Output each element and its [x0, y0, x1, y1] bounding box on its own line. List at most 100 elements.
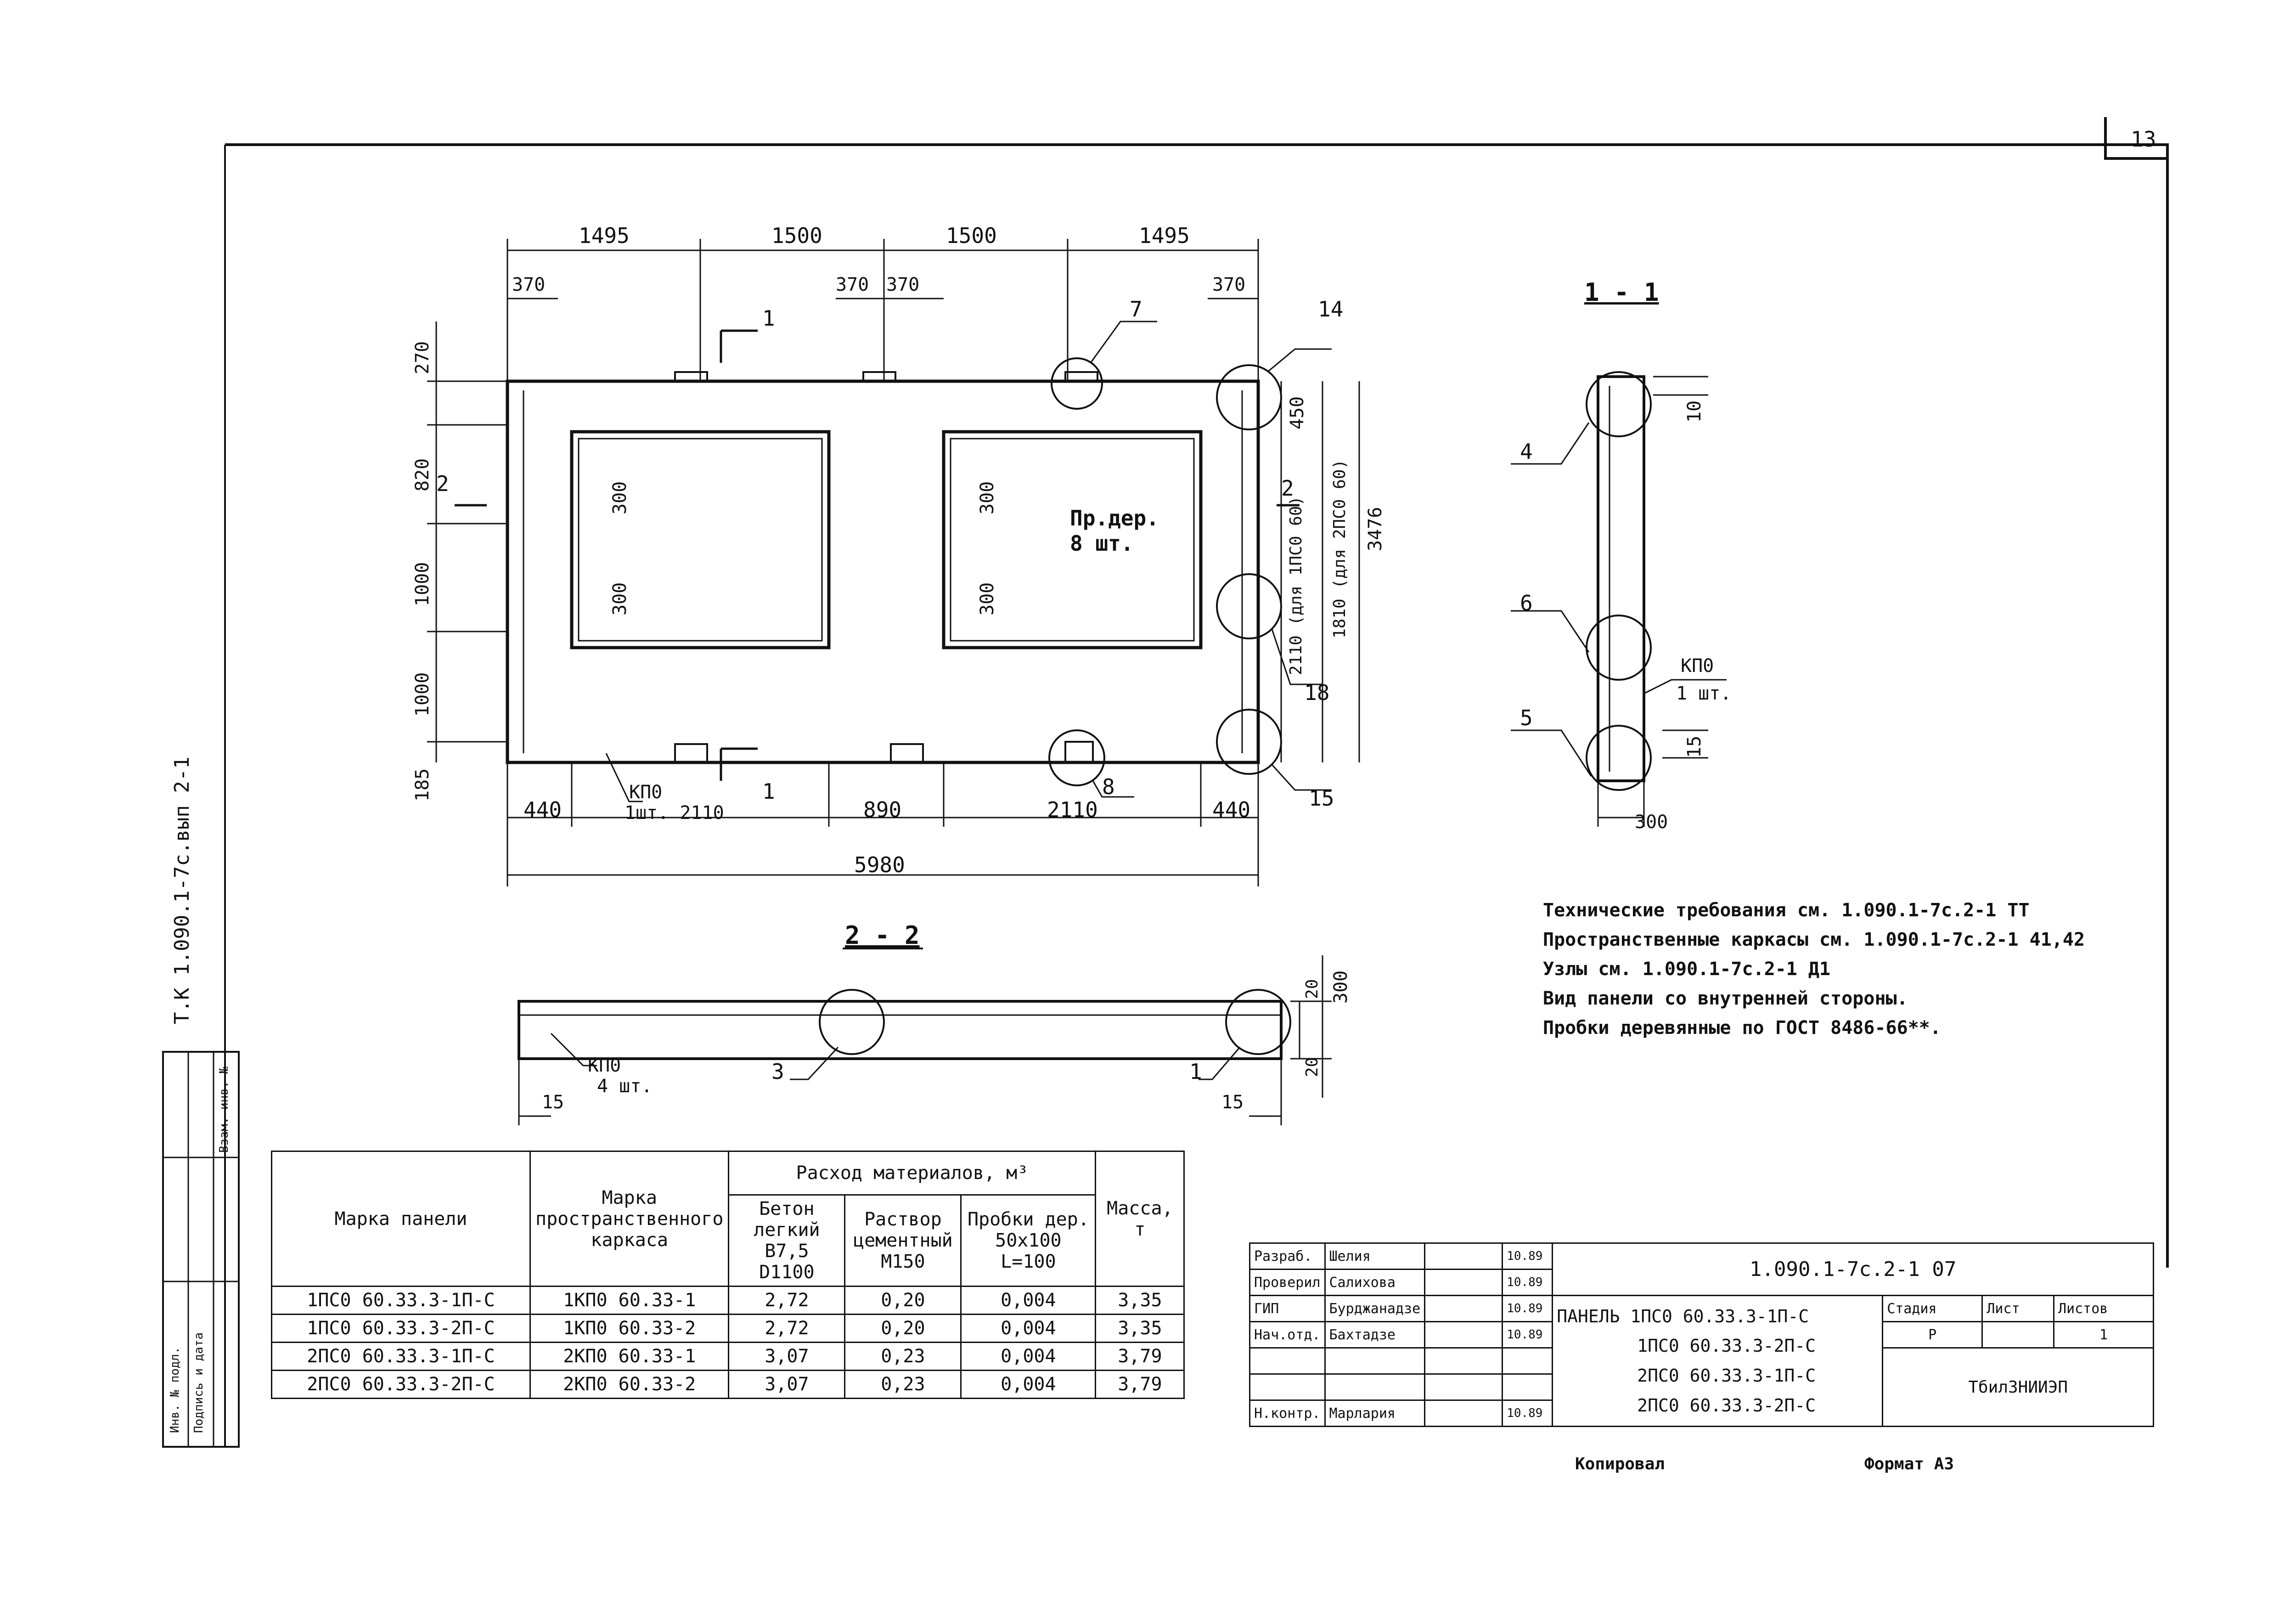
plan-top-sub-dim-3: 370 — [886, 274, 920, 295]
section-2-2-dim-3: 20 — [1303, 1057, 1322, 1077]
window-dim-4: 300 — [977, 582, 998, 615]
note-1: Технические требования см. 1.090.1-7с.2-… — [1543, 900, 2030, 921]
plan-left-dim-4: 1000 — [412, 672, 433, 717]
th-plugs: Пробки дер. 50x100 L=100 — [960, 1194, 1097, 1287]
window-dim-3: 300 — [977, 481, 998, 514]
plan-kp-count: 1шт. 2110 — [625, 802, 724, 824]
window-opening-left — [570, 430, 831, 649]
plan-left-dim-1: 270 — [412, 341, 433, 374]
plan-left-dim-5: 185 — [412, 768, 433, 801]
section-2-2-kp-count: 4 шт. — [597, 1076, 653, 1097]
plan-top-dim-3: 1500 — [946, 223, 997, 248]
plan-right-dim-1: 450 — [1287, 396, 1308, 429]
section-1-1-kp-count: 1 шт. — [1676, 683, 1732, 704]
section-1-1-callout-5: 5 — [1520, 705, 1533, 730]
signature — [1424, 1295, 1503, 1322]
dim-line-bottom — [506, 762, 1259, 886]
footer-copied: Копировал — [1575, 1455, 1665, 1473]
note-2: Пространственные каркасы см. 1.090.1-7с.… — [1543, 929, 2085, 950]
wood-plug-count: 8 шт. — [1070, 531, 1134, 556]
plan-right-dim-4: 3476 — [1365, 507, 1386, 551]
plan-total-width: 5980 — [854, 852, 905, 877]
sheet-number-box — [2104, 117, 2167, 160]
plan-callout-15: 15 — [1309, 786, 1334, 811]
section-1-1-callout-4: 4 — [1520, 439, 1533, 464]
section-2-2-title: 2 - 2 — [845, 921, 920, 950]
note-4: Вид панели со внутренней стороны. — [1543, 988, 1908, 1009]
section-1-1-title: 1 - 1 — [1584, 278, 1659, 307]
section-2-2-callout-3: 3 — [771, 1059, 784, 1084]
footer-format: Формат А3 — [1864, 1455, 1954, 1473]
th-frame-mark: Марка пространственного каркаса — [529, 1151, 730, 1287]
signature — [1424, 1269, 1503, 1296]
side-note: Т.К 1.090.1-7с.вып 2-1 — [170, 756, 194, 1024]
section-1-1-dim-2: 15 — [1684, 735, 1705, 758]
section-1-1-callout-6: 6 — [1520, 591, 1533, 615]
section-2-2-dim-2: 300 — [1330, 970, 1351, 1004]
section-2-2-outline — [518, 1000, 1283, 1060]
dim-line-right — [1280, 381, 1360, 762]
plan-right-dim-2: 2110 (для 1ПС0 60) — [1287, 496, 1306, 675]
wood-plug-label: Пр.дер. — [1070, 506, 1159, 530]
window-opening-left-inner — [578, 438, 823, 642]
signature — [1424, 1242, 1503, 1270]
plan-callout-8: 8 — [1102, 774, 1115, 799]
signature — [1424, 1399, 1503, 1427]
plan-bottom-dim-2: 890 — [863, 797, 902, 822]
section-2-2-kp-label: КП0 — [588, 1055, 621, 1076]
section-mark-1-top: 1 — [762, 306, 775, 331]
window-dim-1: 300 — [609, 481, 630, 514]
side-column-3: Взам. инв. № — [217, 1067, 231, 1153]
section-2-2-callout-1: 1 — [1189, 1059, 1202, 1084]
section-mark-2-right: 2 — [1281, 476, 1294, 501]
section-2-2-dim-5: 15 — [1221, 1092, 1244, 1113]
side-column-1: Инв. № подл. — [168, 1347, 182, 1433]
plan-bottom-dim-1: 440 — [523, 797, 562, 822]
note-3: Узлы см. 1.090.1-7с.2-1 Д1 — [1543, 959, 1831, 980]
window-dim-2: 300 — [609, 582, 630, 615]
section-2-2-dim-4: 15 — [542, 1092, 564, 1113]
th-materials-group: Расход материалов, м³ — [728, 1151, 1097, 1196]
plan-top-dim-1: 1495 — [579, 223, 630, 248]
sheet-number: 13 — [2131, 127, 2156, 152]
plan-callout-7: 7 — [1130, 297, 1142, 322]
plan-top-dim-2: 1500 — [771, 223, 822, 248]
plan-kp-label: КП0 — [629, 782, 663, 803]
th-mass: Масса, т — [1095, 1151, 1185, 1287]
th-panel-mark: Марка панели — [271, 1151, 531, 1287]
section-2-2-dim-1: 20 — [1303, 979, 1322, 999]
plan-top-sub-dim-2: 370 — [836, 274, 869, 295]
signature — [1424, 1321, 1503, 1349]
side-column-2: Подпись и дата — [192, 1332, 206, 1433]
section-1-1-outline — [1597, 375, 1645, 782]
th-mortar: Раствор цементный М150 — [844, 1194, 962, 1287]
plan-callout-18: 18 — [1304, 680, 1330, 705]
section-1-1-dim-1: 10 — [1684, 400, 1705, 423]
dim-line-left — [427, 322, 507, 762]
plan-top-sub-dim-1: 370 — [512, 274, 546, 295]
note-5: Пробки деревянные по ГОСТ 8486-66**. — [1543, 1017, 1941, 1038]
plan-top-sub-dim-4: 370 — [1212, 274, 1246, 295]
title-block: Разраб. Шелия 10.89 1.090.1-7с.2-1 07 Пр… — [1249, 1242, 2155, 1427]
panel-outline — [506, 379, 1260, 764]
section-mark-2-left: 2 — [436, 471, 449, 496]
drawing-code: 1.090.1-7с.2-1 07 — [1552, 1242, 2155, 1296]
plan-callout-14: 14 — [1318, 297, 1344, 322]
organization: ТбилЗНИИЭП — [1882, 1347, 2155, 1427]
window-opening-right — [942, 430, 1203, 649]
materials-table: Марка панели Марка пространственного кар… — [271, 1151, 1185, 1399]
plan-top-dim-4: 1495 — [1139, 223, 1190, 248]
section-1-1-dim-3: 300 — [1635, 812, 1668, 833]
th-concrete: Бетон легкий В7,5 D1100 — [728, 1194, 846, 1287]
plan-right-dim-3: 1810 (для 2ПС0 60) — [1330, 459, 1349, 638]
dim-line-top — [506, 239, 1259, 381]
plan-left-dim-2: 820 — [412, 458, 433, 491]
panel-name: ПАНЕЛЬ 1ПС0 60.33.3-1П-С 1ПС0 60.33.3-2П… — [1552, 1295, 1884, 1427]
sheet-frame — [225, 143, 2169, 1268]
plan-bottom-dim-3: 2110 — [1047, 797, 1098, 822]
